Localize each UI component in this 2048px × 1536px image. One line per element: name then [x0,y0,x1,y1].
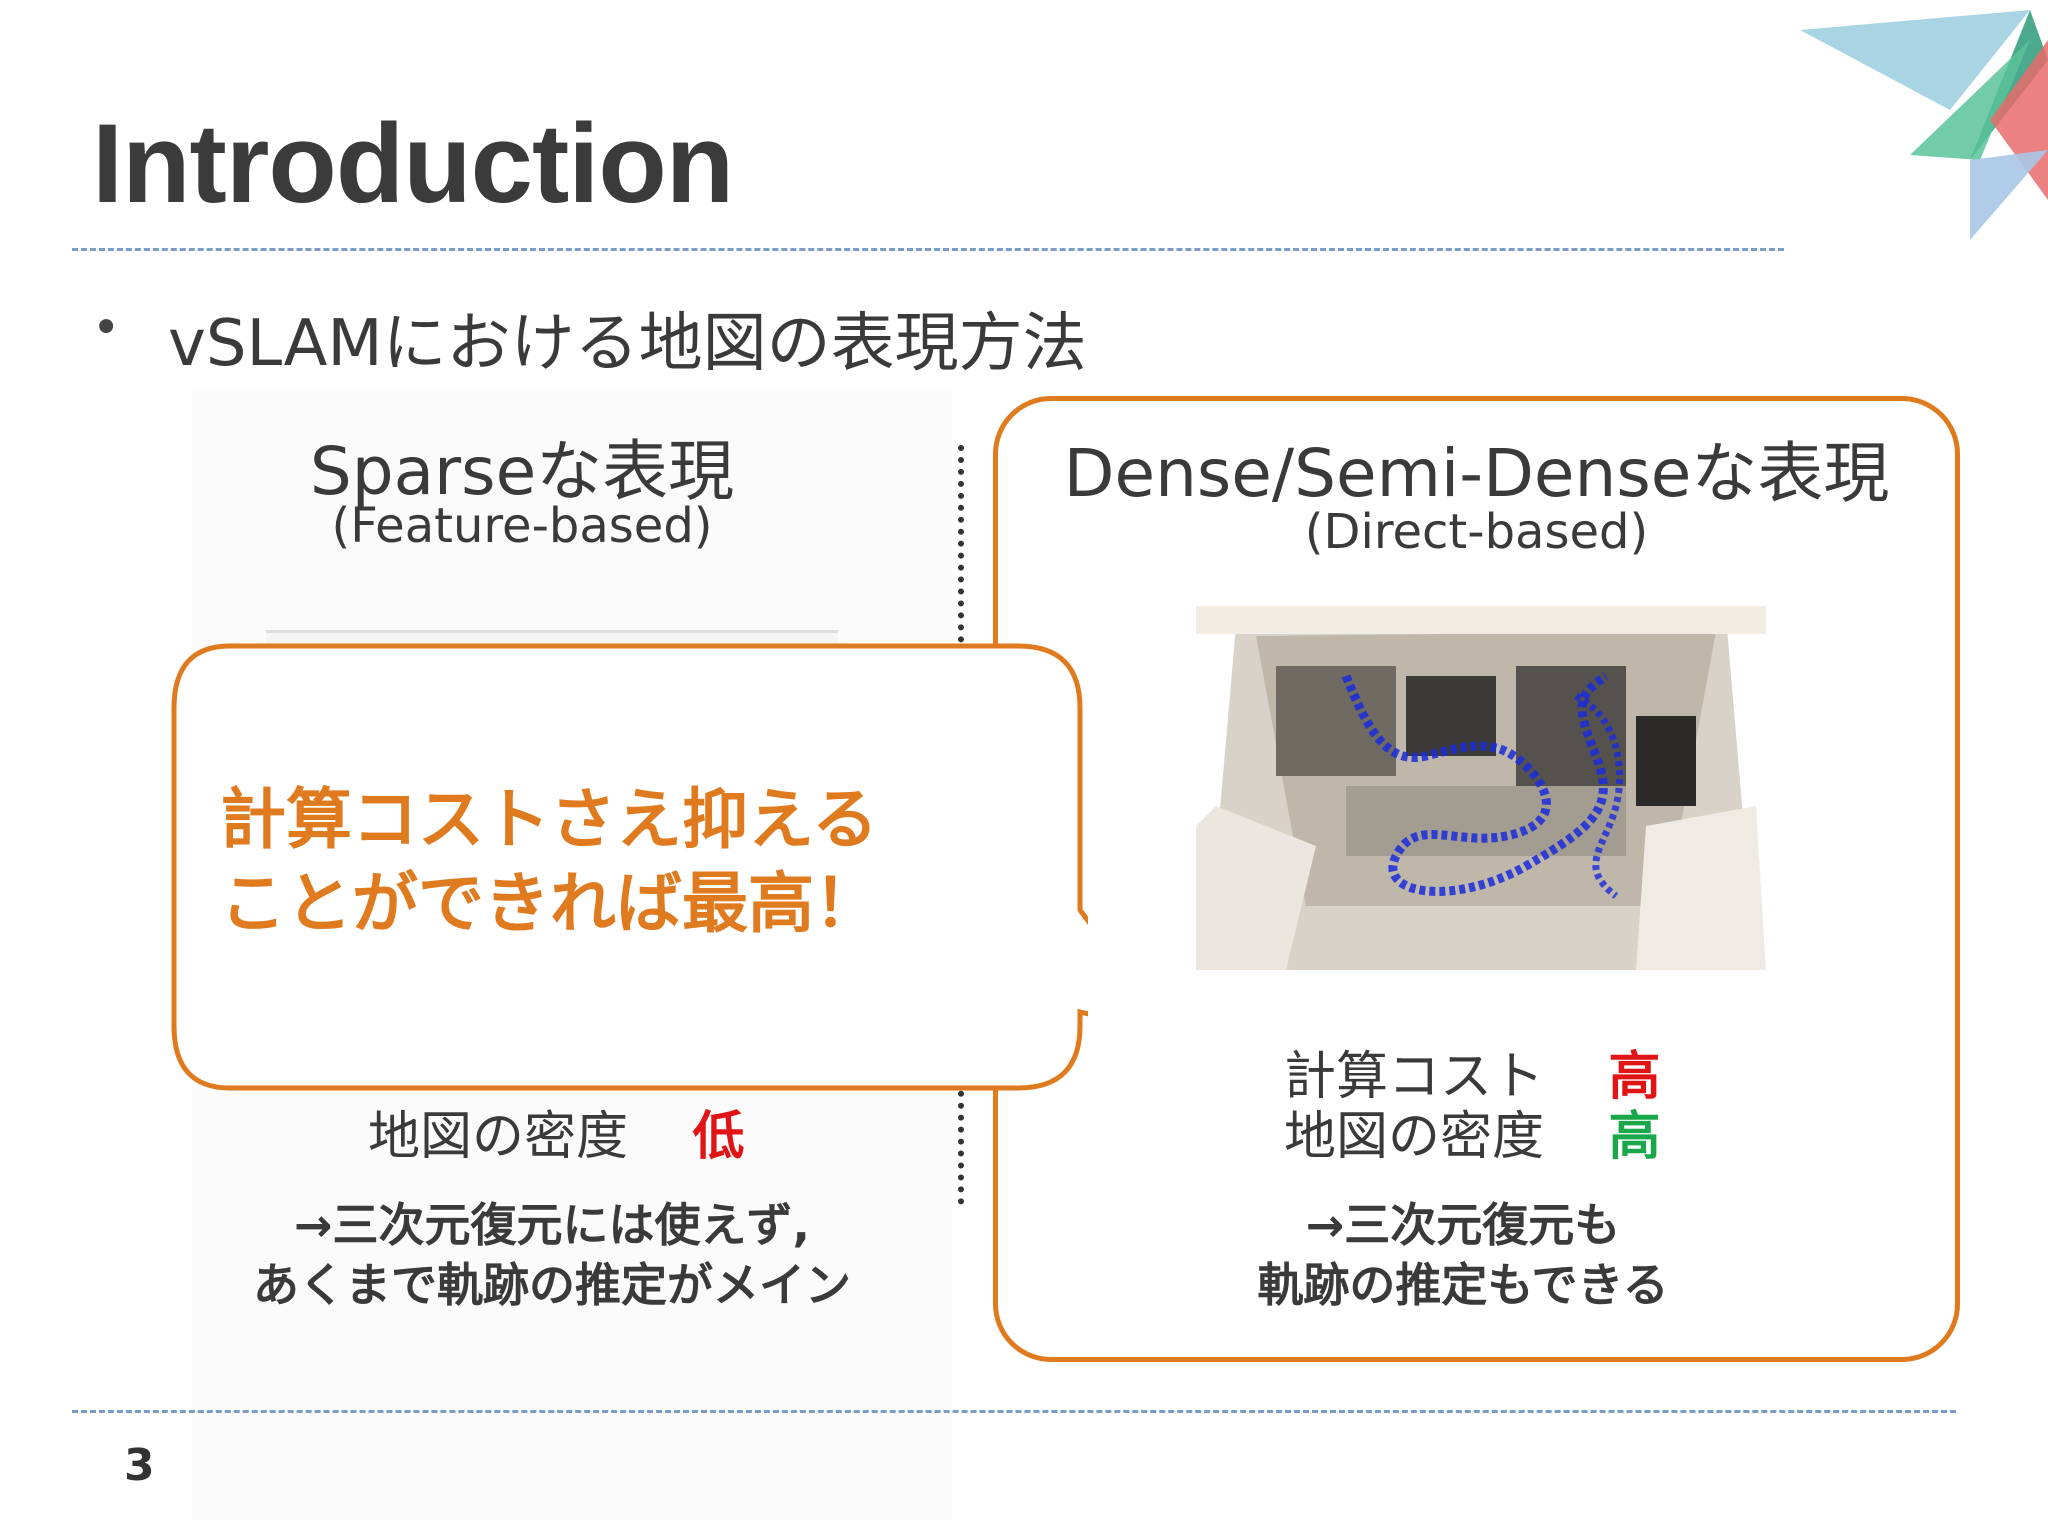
corner-logo [1800,10,2048,240]
left-density-value: 低 [692,1107,745,1167]
bullet-icon: • [92,300,121,356]
left-conclusion: →三次元復元には使えず, あくまで軌跡の推定がメイン [192,1196,912,1316]
right-density-label: 地図の密度 [1284,1107,1545,1167]
right-column-title: Dense/Semi-Denseな表現 [1063,435,1890,512]
left-conclusion-line2: あくまで軌跡の推定がメイン [253,1257,851,1312]
title-divider [72,248,1784,251]
left-column-subtitle: (Feature-based) [331,498,713,554]
left-density-row: 地図の密度 低 [368,1094,745,1169]
callout-line2: ことができれば最高！ [220,865,880,943]
callout-line1: 計算コストさえ抑える [220,781,879,858]
right-density-row: 地図の密度 高 [1284,1094,1661,1169]
page-number: 3 [124,1440,155,1491]
left-conclusion-line1: →三次元復元には使えず, [293,1198,811,1252]
right-cost-row: 計算コスト 高 [1284,1034,1661,1109]
right-conclusion-line2: 軌跡の推定もできる [1257,1257,1669,1312]
right-conclusion: →三次元復元も 軌跡の推定もできる [993,1196,1933,1316]
right-cost-label: 計算コスト [1284,1047,1545,1107]
right-conclusion-line1: →三次元復元も [1305,1198,1621,1252]
bullet-text: vSLAMにおける地図の表現方法 [168,307,1087,381]
slide-title: Introduction [92,101,734,226]
left-column-title: Sparseな表現 [309,433,735,510]
callout-text: 計算コストさえ抑える ことができれば最高！ [220,778,880,947]
right-cost-value: 高 [1608,1047,1661,1107]
right-density-value: 高 [1608,1107,1661,1167]
footer-divider [72,1410,1956,1413]
dense-map-image [1196,606,1766,970]
callout-bubble [171,643,1088,1091]
left-density-label: 地図の密度 [368,1107,629,1167]
right-column-subtitle: (Direct-based) [1304,504,1649,560]
